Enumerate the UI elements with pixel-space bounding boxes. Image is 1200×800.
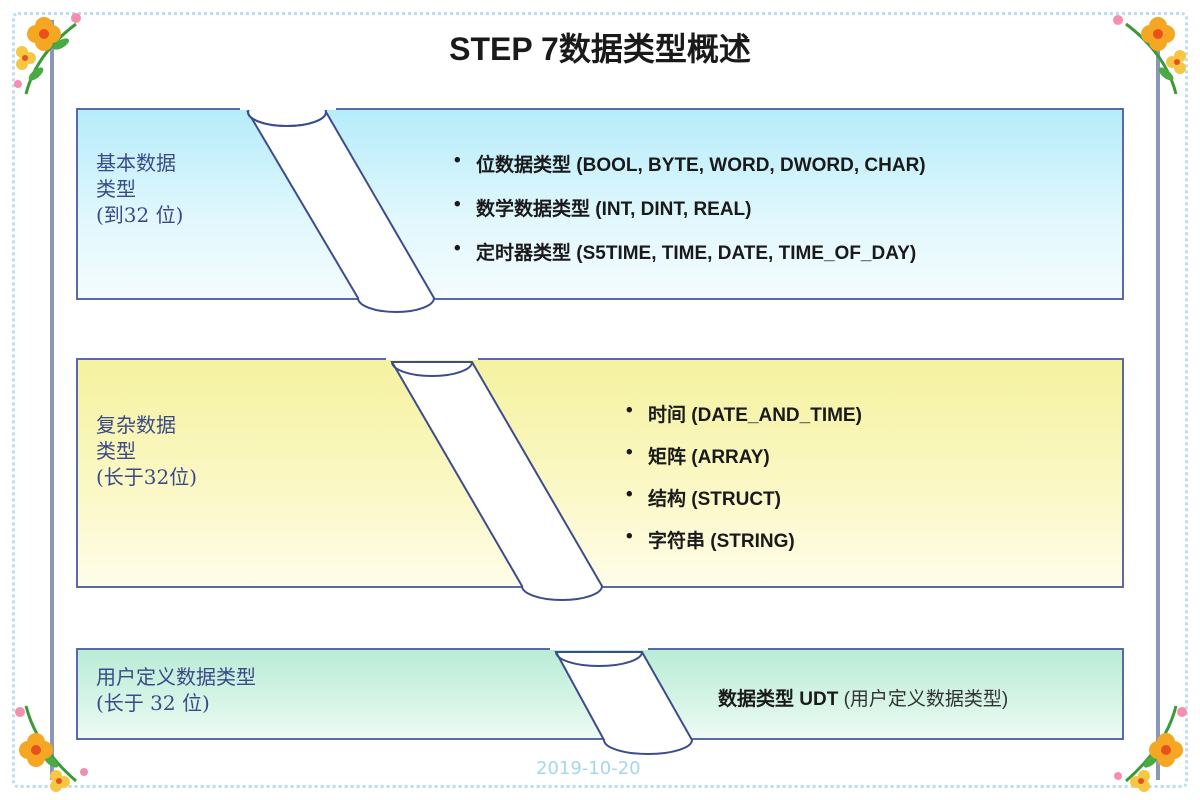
flower-decoration-icon	[1114, 705, 1187, 792]
label-line: (长于 32 位)	[96, 691, 210, 715]
list-item: 结构 (STRUCT)	[626, 484, 862, 526]
udt-name: 数据类型 UDT	[718, 689, 839, 710]
complex-types-list: 时间 (DATE_AND_TIME) 矩阵 (ARRAY) 结构 (STRUCT…	[626, 400, 862, 568]
list-item: 时间 (DATE_AND_TIME)	[626, 400, 862, 442]
list-item: 位数据类型 (BOOL, BYTE, WORD, DWORD, CHAR)	[454, 150, 926, 194]
basic-types-list: 位数据类型 (BOOL, BYTE, WORD, DWORD, CHAR) 数学…	[454, 150, 926, 282]
label-line: (长于32位)	[96, 465, 198, 489]
flower-decoration-icon	[15, 705, 88, 792]
label-line: 用户定义数据类型	[96, 665, 256, 689]
list-item: 字符串 (STRING)	[626, 526, 862, 568]
page-title: STEP 7数据类型概述	[449, 31, 751, 67]
panel-complex-types	[76, 358, 1124, 588]
label-user-defined-types: 用户定义数据类型 (长于 32 位)	[96, 664, 256, 716]
tube-udt	[550, 636, 694, 755]
label-line: 基本数据	[96, 151, 176, 175]
flower-decoration-icon	[14, 13, 81, 95]
label-line: 类型	[96, 177, 136, 201]
label-basic-types: 基本数据 类型 (到32 位)	[96, 150, 183, 228]
tube-basic-to-complex	[240, 96, 436, 313]
date-stamp: 2019-10-20	[536, 758, 641, 779]
label-line: 类型	[96, 439, 136, 463]
label-line: (到32 位)	[96, 203, 184, 227]
udt-description: 数据类型 UDT (用户定义数据类型)	[718, 684, 1008, 711]
label-line: 复杂数据	[96, 413, 176, 437]
flower-decoration-icon	[1113, 15, 1186, 95]
list-item: 矩阵 (ARRAY)	[626, 442, 862, 484]
list-item: 定时器类型 (S5TIME, TIME, DATE, TIME_OF_DAY)	[454, 238, 926, 282]
udt-explanation: (用户定义数据类型)	[843, 689, 1009, 710]
label-complex-types: 复杂数据 类型 (长于32位)	[96, 412, 197, 490]
tube-complex-to-udt	[386, 346, 604, 601]
list-item: 数学数据类型 (INT, DINT, REAL)	[454, 194, 926, 238]
